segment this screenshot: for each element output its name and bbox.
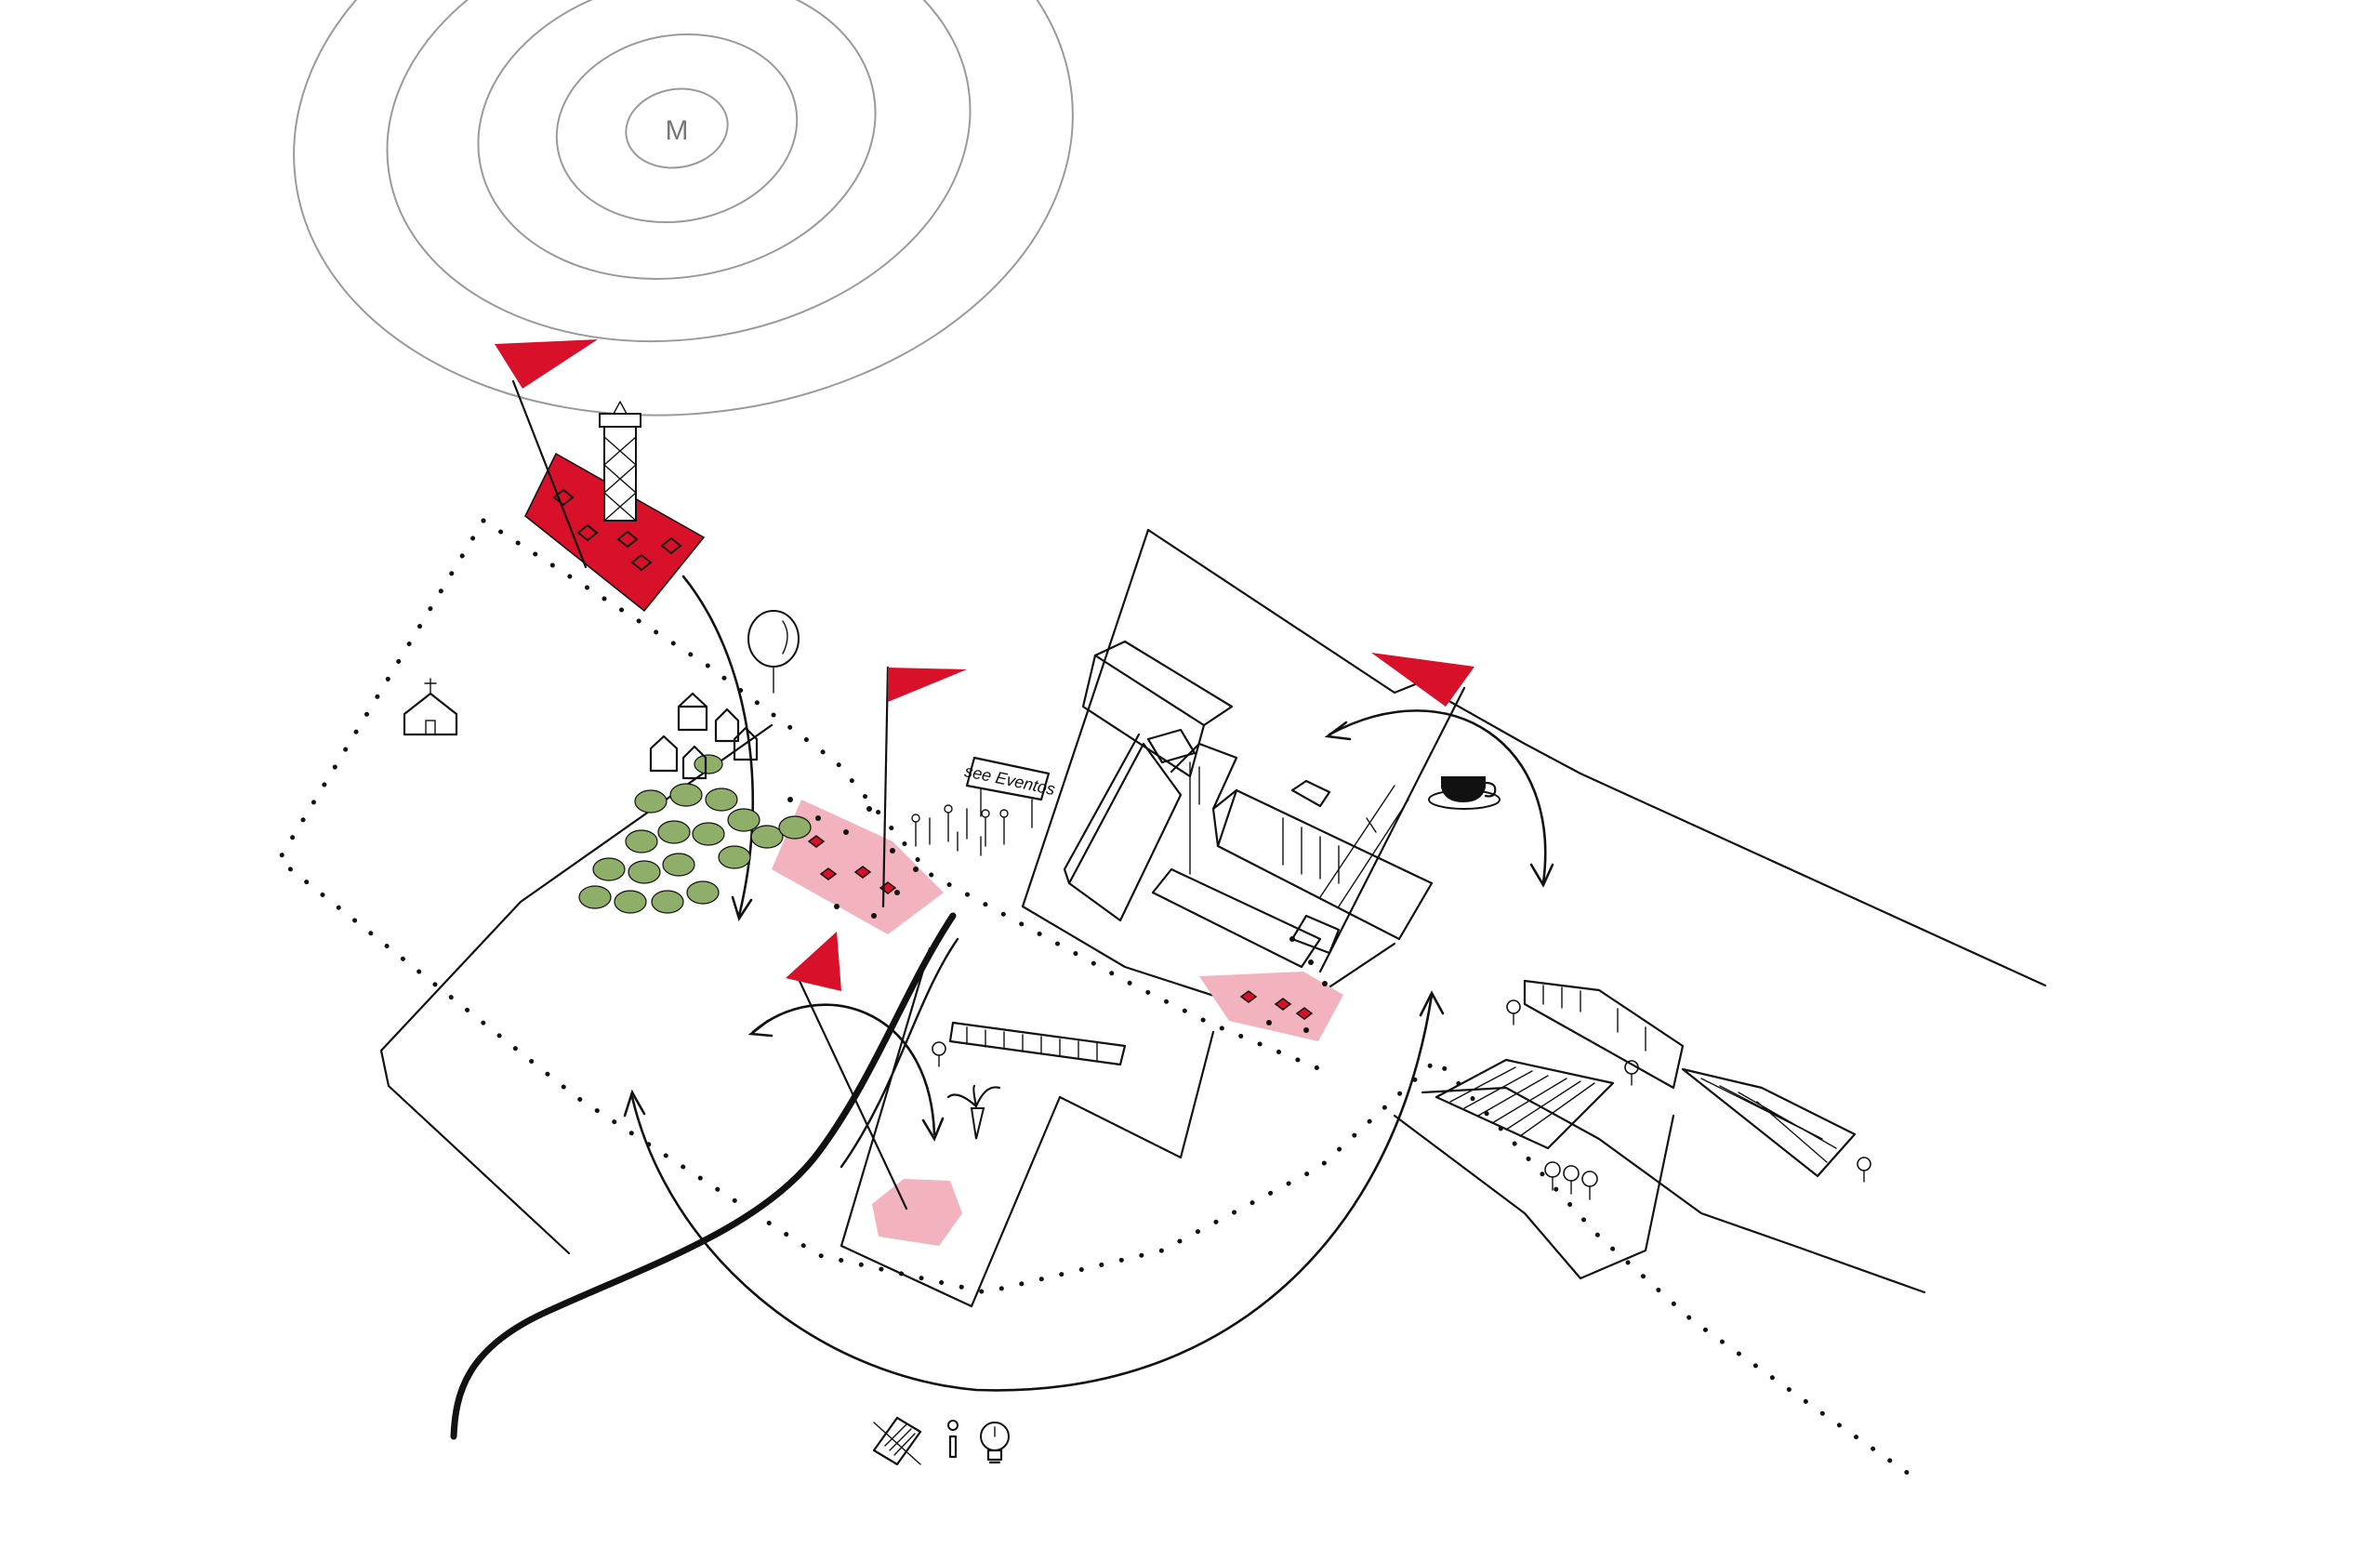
umbrella-icon (807, 835, 1314, 1020)
coffee-cup-icon (1428, 776, 1501, 810)
dotted-paths (275, 518, 1918, 1481)
event-sign: see Eventos (963, 756, 1057, 828)
pink-zones (772, 797, 1343, 1246)
legend-icons (872, 1416, 1010, 1466)
fields (1435, 1058, 1857, 1178)
carrot-icon (946, 1084, 1001, 1140)
document-icon (872, 1416, 922, 1466)
land-outlines (379, 528, 2047, 1308)
mountain-contours: M (293, 0, 1074, 417)
tree-icon (578, 754, 812, 914)
lightbulb-icon (980, 1422, 1010, 1464)
crowd (911, 804, 1009, 856)
watch-tower-icon (599, 401, 641, 522)
flag-summit (495, 339, 598, 569)
river (450, 912, 959, 1440)
village-houses (649, 692, 759, 780)
chapel-icon (403, 678, 458, 736)
tree-icon (932, 999, 1871, 1200)
person-icon (947, 1420, 959, 1459)
movement-arrows (623, 575, 1554, 1392)
flag-riverside (786, 932, 908, 1211)
summit-marker: M (666, 115, 689, 146)
tree-icon (747, 610, 800, 694)
long-building (948, 979, 1685, 1090)
main-building-complex (1063, 640, 1434, 969)
flag-village (881, 666, 967, 908)
flag-complex (1318, 653, 1474, 973)
